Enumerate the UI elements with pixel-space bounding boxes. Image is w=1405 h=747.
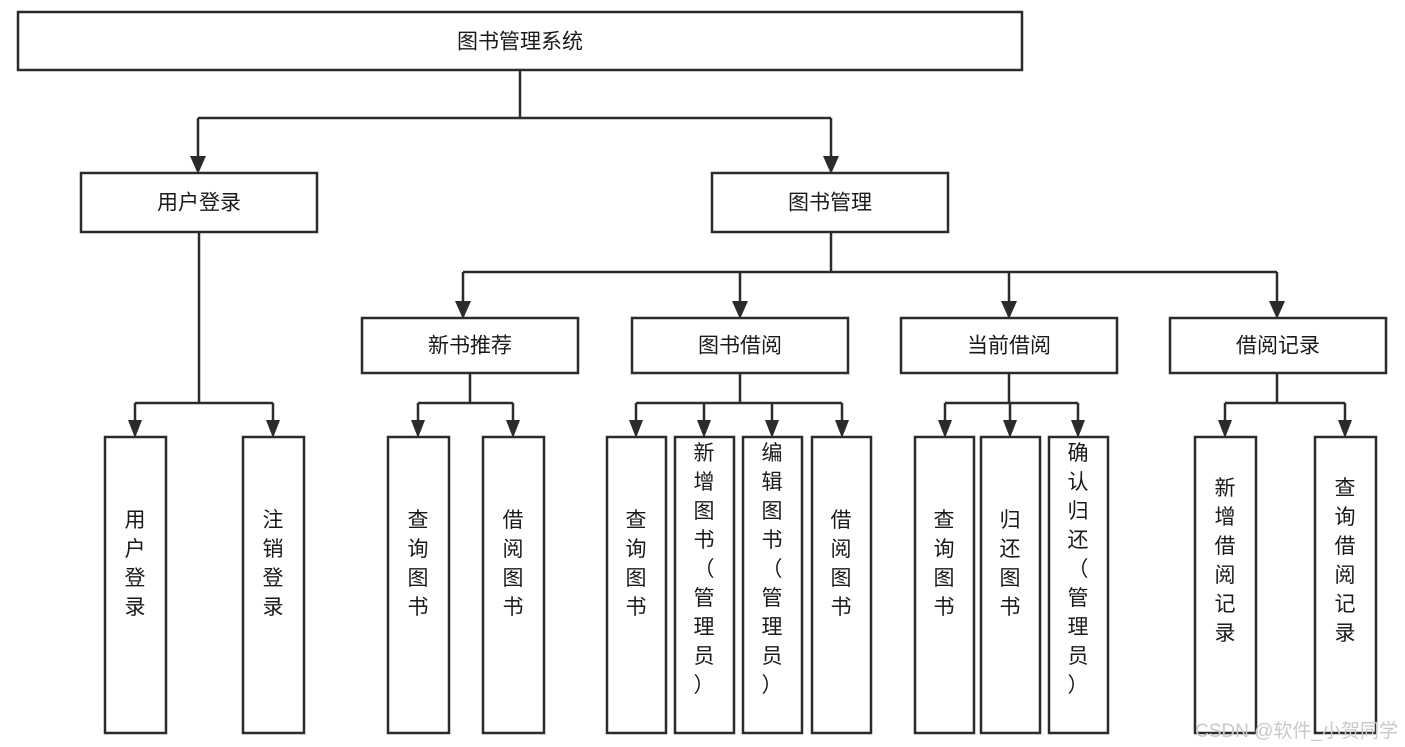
node-leaf-edit-book[interactable]: 编辑图书（管理员） (741, 435, 804, 735)
node-current-borrow-box[interactable] (899, 316, 1119, 375)
node-leaf-return-book-box[interactable] (979, 435, 1042, 735)
arrow-head-leaf-query-book-2 (629, 420, 643, 438)
arrow-head-user-login (190, 156, 206, 174)
arrow-head-leaf-return-book (1003, 420, 1017, 438)
node-leaf-confirm-return-box[interactable] (1047, 435, 1110, 735)
node-leaf-confirm-return-label: 确认归还（管理员） (1068, 442, 1089, 697)
arrow-head-borrow-record (1269, 301, 1285, 319)
node-leaf-add-book-label: 新增图书（管理员） (694, 442, 715, 697)
node-leaf-query-record-label: 查询借阅记录 (1335, 477, 1356, 645)
node-current-borrow[interactable]: 当前借阅 (899, 316, 1119, 375)
node-book-borrow-box[interactable] (630, 316, 850, 375)
node-leaf-query-book-2-box[interactable] (605, 435, 668, 735)
node-leaf-query-record-box[interactable] (1313, 435, 1378, 735)
node-leaf-add-record[interactable]: 新增借阅记录 (1193, 435, 1258, 735)
node-current-borrow-label: 当前借阅 (967, 335, 1051, 358)
arrow-head-leaf-logout-login (266, 420, 280, 438)
node-leaf-add-book[interactable]: 新增图书（管理员） (673, 435, 736, 735)
node-leaf-query-book-1-box[interactable] (386, 435, 451, 735)
arrow-head-leaf-edit-book (765, 420, 779, 438)
node-leaf-logout-login-box[interactable] (241, 435, 306, 735)
node-leaf-edit-book-box[interactable] (741, 435, 804, 735)
node-leaf-query-book-1[interactable]: 查询图书 (386, 435, 451, 735)
node-leaf-query-book-2-label: 查询图书 (626, 509, 647, 619)
node-new-book-recommend[interactable]: 新书推荐 (360, 316, 580, 375)
node-leaf-logout-login-label: 注销登录 (263, 509, 284, 619)
node-leaf-add-record-box[interactable] (1193, 435, 1258, 735)
node-new-book-recommend-box[interactable] (360, 316, 580, 375)
node-leaf-query-book-3-label: 查询图书 (934, 509, 955, 619)
node-user-login-label: 用户登录 (157, 192, 241, 215)
node-leaf-borrow-book-1[interactable]: 借阅图书 (481, 435, 546, 735)
arrow-head-leaf-borrow-book-2 (835, 420, 849, 438)
node-leaf-confirm-return[interactable]: 确认归还（管理员） (1047, 435, 1110, 735)
node-book-borrow-label: 图书借阅 (698, 335, 782, 358)
arrow-head-leaf-add-book (697, 420, 711, 438)
node-leaf-query-book-1-label: 查询图书 (408, 509, 429, 619)
arrow-head-leaf-borrow-book-1 (506, 420, 520, 438)
node-book-manage-box[interactable] (710, 171, 950, 234)
node-leaf-add-record-label: 新增借阅记录 (1215, 477, 1236, 645)
node-root-box[interactable] (16, 10, 1024, 72)
node-leaf-edit-book-label: 编辑图书（管理员） (762, 442, 783, 697)
connectors-group (128, 70, 1352, 438)
arrow-head-book-manage (823, 156, 839, 174)
node-leaf-borrow-book-2[interactable]: 借阅图书 (810, 435, 873, 735)
node-user-login-box[interactable] (79, 171, 319, 234)
node-borrow-record[interactable]: 借阅记录 (1168, 316, 1388, 375)
node-leaf-return-book-label: 归还图书 (1000, 509, 1021, 619)
arrow-head-leaf-user-login (128, 420, 142, 438)
node-leaf-query-record[interactable]: 查询借阅记录 (1313, 435, 1378, 735)
arrow-head-new-book (455, 301, 471, 319)
node-user-login[interactable]: 用户登录 (79, 171, 319, 234)
node-leaf-query-book-3[interactable]: 查询图书 (913, 435, 976, 735)
csdn-watermark: CSDN @软件_小贺同学 (1195, 720, 1398, 742)
arrow-head-leaf-query-record (1338, 420, 1352, 438)
arrow-head-leaf-query-book-1 (411, 420, 425, 438)
node-book-manage-label: 图书管理 (788, 192, 872, 215)
node-book-borrow[interactable]: 图书借阅 (630, 316, 850, 375)
node-leaf-add-book-box[interactable] (673, 435, 736, 735)
node-leaf-user-login-label: 用户登录 (125, 509, 146, 619)
node-root-label: 图书管理系统 (457, 31, 583, 54)
arrow-head-leaf-add-record (1218, 420, 1232, 438)
node-borrow-record-label: 借阅记录 (1236, 335, 1320, 358)
node-leaf-borrow-book-2-box[interactable] (810, 435, 873, 735)
node-leaf-borrow-book-2-label: 借阅图书 (831, 509, 852, 619)
node-leaf-borrow-book-1-box[interactable] (481, 435, 546, 735)
node-borrow-record-box[interactable] (1168, 316, 1388, 375)
node-leaf-user-login-box[interactable] (103, 435, 168, 735)
node-leaf-query-book-3-box[interactable] (913, 435, 976, 735)
node-new-book-recommend-label: 新书推荐 (428, 335, 512, 358)
arrow-head-leaf-query-book-3 (938, 420, 952, 438)
node-leaf-return-book[interactable]: 归还图书 (979, 435, 1042, 735)
arrow-head-leaf-confirm-return (1071, 420, 1085, 438)
node-root[interactable]: 图书管理系统 (16, 10, 1024, 72)
node-leaf-borrow-book-1-label: 借阅图书 (503, 509, 524, 619)
arrow-head-current-borrow (1001, 301, 1017, 319)
node-leaf-query-book-2[interactable]: 查询图书 (605, 435, 668, 735)
arrow-head-book-borrow (732, 301, 748, 319)
node-book-manage[interactable]: 图书管理 (710, 171, 950, 234)
node-leaf-logout-login[interactable]: 注销登录 (241, 435, 306, 735)
node-leaf-user-login[interactable]: 用户登录 (103, 435, 168, 735)
